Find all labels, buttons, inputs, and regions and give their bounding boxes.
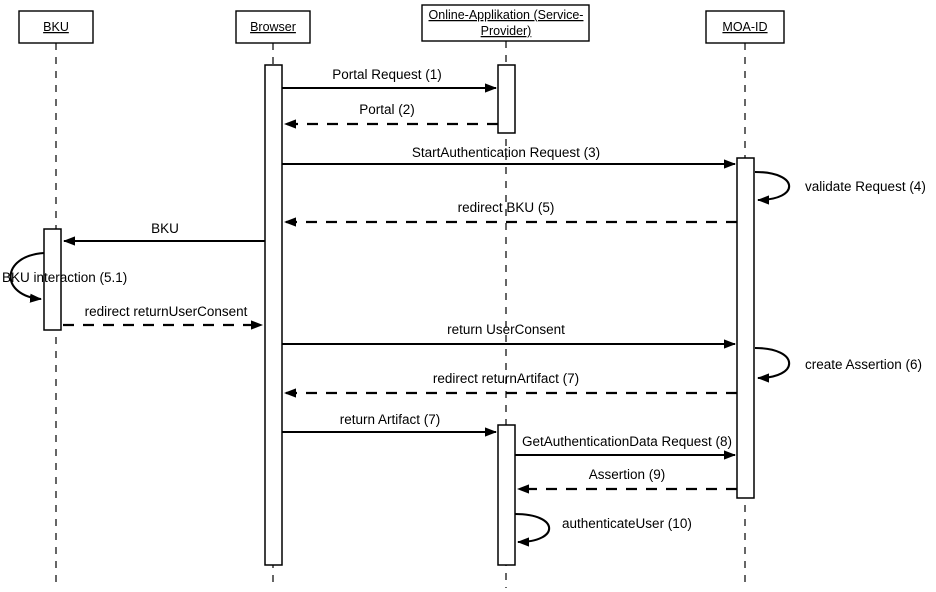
actor-box-browser[interactable]	[235, 10, 311, 44]
message-startauthentication-request[interactable]: StartAuthentication Request (3)	[282, 145, 736, 169]
actor-label-oa-line1: Online-Applikation (Service-	[429, 8, 584, 22]
message-authenticateuser[interactable]: authenticateUser (10)	[514, 512, 692, 547]
message-redirect-bku[interactable]: redirect BKU (5)	[284, 200, 737, 227]
actor-headers: BKU Browser Online-Applikation (Service-…	[18, 4, 785, 44]
message-return-artifact[interactable]: return Artifact (7)	[282, 412, 497, 437]
actor-box-moaid[interactable]	[705, 10, 785, 44]
message-validate-request[interactable]: validate Request (4)	[754, 170, 926, 205]
message-create-assertion[interactable]: create Assertion (6)	[754, 346, 922, 383]
message-bku[interactable]: BKU	[63, 221, 265, 246]
message-redirect-returnuserconsent[interactable]: redirect returnUserConsent	[63, 304, 263, 330]
message-arc-validate-request	[754, 170, 791, 205]
message-label-redirect-bku: redirect BKU (5)	[458, 200, 555, 215]
message-label-bku: BKU	[151, 221, 179, 236]
message-assertion[interactable]: Assertion (9)	[517, 467, 737, 494]
message-label-redirect-returnuserconsent: redirect returnUserConsent	[85, 304, 248, 319]
message-label-return-artifact: return Artifact (7)	[340, 412, 441, 427]
message-portal[interactable]: Portal (2)	[284, 102, 498, 129]
actor-label-browser: Browser	[250, 20, 296, 34]
message-label-portal-request: Portal Request (1)	[332, 67, 442, 82]
activation-bku	[43, 228, 62, 331]
message-label-startauthentication-request: StartAuthentication Request (3)	[412, 145, 600, 160]
actor-label-moaid: MOA-ID	[722, 20, 767, 34]
actor-label-bku: BKU	[43, 20, 69, 34]
message-redirect-returnartifact[interactable]: redirect returnArtifact (7)	[284, 371, 737, 398]
message-label-create-assertion: create Assertion (6)	[805, 357, 922, 372]
activation-bars	[43, 64, 755, 566]
activation-moaid	[736, 157, 755, 499]
message-label-portal: Portal (2)	[359, 102, 415, 117]
message-getauthenticationdata-request[interactable]: GetAuthenticationData Request (8)	[515, 434, 736, 460]
activation-oa-2	[497, 424, 516, 566]
message-arc-create-assertion	[754, 346, 791, 383]
message-return-userconsent[interactable]: return UserConsent	[282, 322, 736, 349]
message-arc-authenticateuser	[514, 512, 551, 547]
activation-oa-1	[497, 64, 516, 134]
message-label-getauthenticationdata-request: GetAuthenticationData Request (8)	[522, 434, 732, 449]
message-label-validate-request: validate Request (4)	[805, 179, 926, 194]
actor-box-bku[interactable]	[18, 10, 94, 44]
activation-browser	[264, 64, 283, 566]
actor-label-oa-line2: Provider)	[481, 24, 532, 38]
message-portal-request[interactable]: Portal Request (1)	[282, 67, 497, 93]
message-arc-bku-interaction	[9, 251, 45, 303]
message-label-assertion: Assertion (9)	[589, 467, 666, 482]
message-label-authenticateuser: authenticateUser (10)	[562, 516, 692, 531]
message-bku-interaction[interactable]: BKU interaction (5.1)	[2, 251, 127, 303]
message-label-bku-interaction: BKU interaction (5.1)	[2, 270, 127, 285]
actor-box-oa[interactable]	[421, 4, 590, 42]
message-label-return-userconsent: return UserConsent	[447, 322, 565, 337]
message-label-redirect-returnartifact: redirect returnArtifact (7)	[433, 371, 579, 386]
